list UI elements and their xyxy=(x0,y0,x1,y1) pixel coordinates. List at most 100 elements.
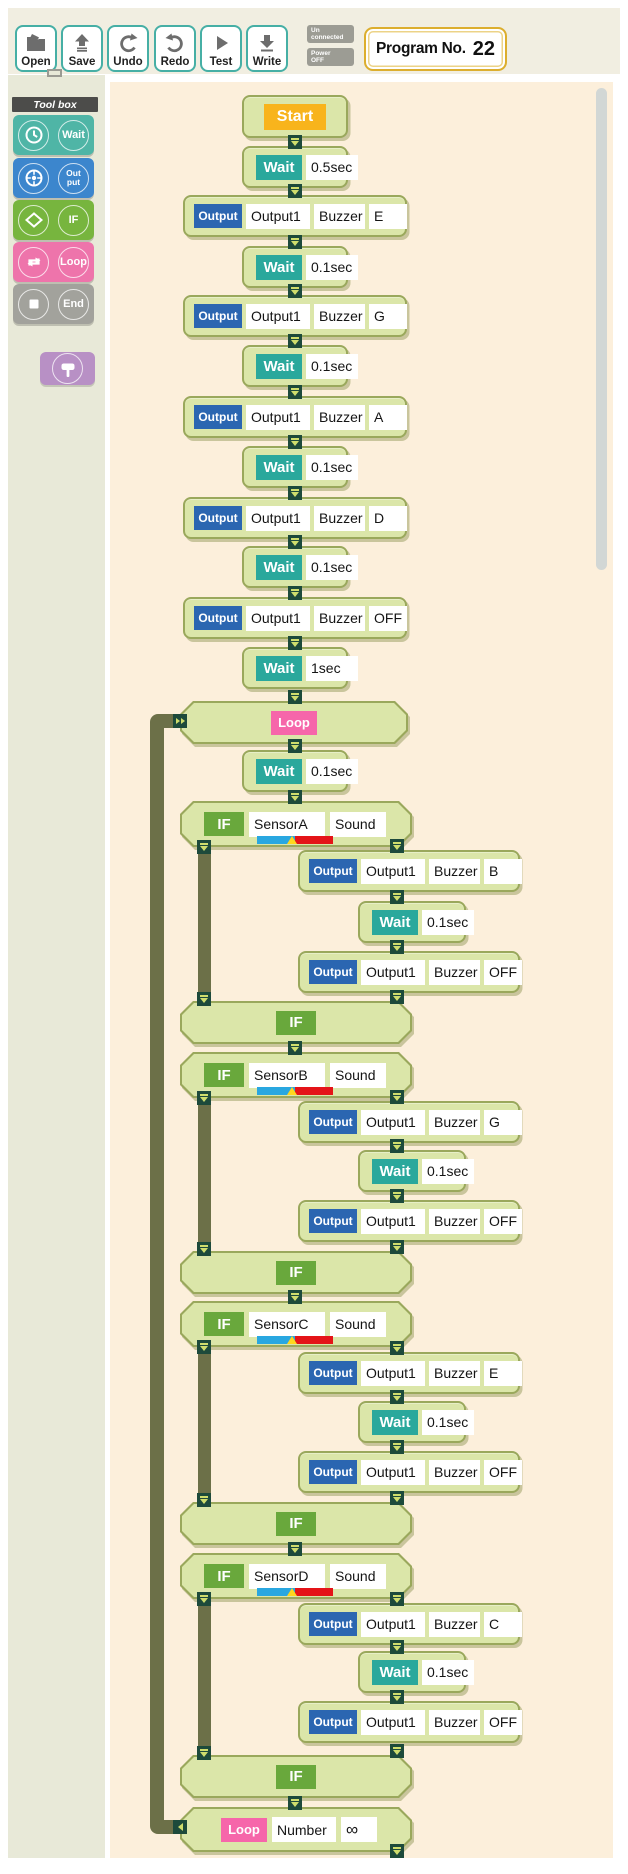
output-device-field[interactable]: Buzzer xyxy=(314,505,365,531)
toolbox-item-end[interactable]: End xyxy=(13,284,94,324)
output-value-field[interactable]: A xyxy=(369,404,407,430)
threshold-slider[interactable] xyxy=(257,1588,333,1596)
output-device-field[interactable]: Buzzer xyxy=(429,1109,480,1135)
output-device-field[interactable]: Buzzer xyxy=(314,605,365,631)
output-value-field[interactable]: E xyxy=(369,203,407,229)
slider-marker[interactable] xyxy=(287,1336,297,1344)
toolbox-item-if[interactable]: IF xyxy=(13,200,94,240)
output-port-field[interactable]: Output1 xyxy=(246,605,310,631)
toolbox-item-output[interactable]: Out put xyxy=(13,158,94,198)
output-value-field[interactable]: G xyxy=(369,303,407,329)
output-device-field[interactable]: Buzzer xyxy=(314,203,365,229)
wait-time-field[interactable]: 0.1sec xyxy=(422,1158,474,1184)
output-device-field[interactable]: Buzzer xyxy=(314,404,365,430)
wait-time-field[interactable]: 0.5sec xyxy=(306,154,358,180)
output-port-field[interactable]: Output1 xyxy=(246,303,310,329)
threshold-slider[interactable] xyxy=(257,1087,333,1095)
wait-time-field[interactable]: 0.1sec xyxy=(422,909,474,935)
wait-time-field[interactable]: 0.1sec xyxy=(306,554,358,580)
block-if_end[interactable]: IF xyxy=(180,1001,412,1044)
threshold-slider[interactable] xyxy=(257,836,333,844)
output-device-field[interactable]: Buzzer xyxy=(429,1360,480,1386)
output-value-field[interactable]: OFF xyxy=(484,1208,522,1234)
block-if_end[interactable]: IF xyxy=(180,1251,412,1294)
open-button[interactable]: Open xyxy=(15,25,57,72)
wait-time-field[interactable]: 0.1sec xyxy=(306,758,358,784)
wait-time-field[interactable]: 1sec xyxy=(306,655,358,681)
if-condition-field[interactable]: Sound xyxy=(330,811,386,837)
if-sensor-field[interactable]: SensorC xyxy=(249,1311,325,1337)
test-button[interactable]: Test xyxy=(200,25,242,72)
slider-marker[interactable] xyxy=(287,1087,297,1095)
output-value-field[interactable]: OFF xyxy=(484,959,522,985)
output-value-field[interactable]: OFF xyxy=(369,605,407,631)
output-port-field[interactable]: Output1 xyxy=(361,858,425,884)
redo-button[interactable]: Redo xyxy=(154,25,196,72)
output-port-field[interactable]: Output1 xyxy=(361,1360,425,1386)
output-value-field[interactable]: E xyxy=(484,1360,522,1386)
block-if_end[interactable]: IF xyxy=(180,1502,412,1545)
output-device-field[interactable]: Buzzer xyxy=(429,858,480,884)
threshold-slider[interactable] xyxy=(257,1336,333,1344)
output-value-field[interactable]: OFF xyxy=(484,1459,522,1485)
output-port-field[interactable]: Output1 xyxy=(361,1709,425,1735)
write-button[interactable]: Write xyxy=(246,25,288,72)
output-port-field[interactable]: Output1 xyxy=(246,203,310,229)
output-value-field[interactable]: D xyxy=(369,505,407,531)
toolbox-item-wait[interactable]: Wait xyxy=(13,115,94,155)
loop-param-field[interactable]: Number xyxy=(272,1817,336,1842)
output-port-field[interactable]: Output1 xyxy=(361,1208,425,1234)
output-port-field[interactable]: Output1 xyxy=(361,1459,425,1485)
slider-marker[interactable] xyxy=(287,836,297,844)
if-condition-field[interactable]: Sound xyxy=(330,1311,386,1337)
output-port-field[interactable]: Output1 xyxy=(246,505,310,531)
output-port-field[interactable]: Output1 xyxy=(361,1109,425,1135)
output-port-field[interactable]: Output1 xyxy=(361,1611,425,1637)
delete-tool[interactable] xyxy=(40,352,95,385)
block-if_end[interactable]: IF xyxy=(180,1755,412,1798)
output-device-field[interactable]: Buzzer xyxy=(429,959,480,985)
if-condition-field[interactable]: Sound xyxy=(330,1062,386,1088)
save-button[interactable]: Save xyxy=(61,25,103,72)
output-value-field[interactable]: OFF xyxy=(484,1709,522,1735)
slider-marker[interactable] xyxy=(287,1588,297,1596)
wait-time-field[interactable]: 0.1sec xyxy=(306,454,358,480)
output-value-field[interactable]: G xyxy=(484,1109,522,1135)
toolbox-item-loop[interactable]: Loop xyxy=(13,242,94,282)
if-condition-field[interactable]: Sound xyxy=(330,1563,386,1589)
wait-time-field[interactable]: 0.1sec xyxy=(422,1659,474,1685)
output-port-field[interactable]: Output1 xyxy=(246,404,310,430)
wait-time-field[interactable]: 0.1sec xyxy=(306,254,358,280)
program-number-box[interactable]: Program No. 22 xyxy=(364,27,507,71)
block-loop_start[interactable]: Loop xyxy=(180,701,408,744)
if-sensor-field[interactable]: SensorD xyxy=(249,1563,325,1589)
output-device-field[interactable]: Buzzer xyxy=(429,1208,480,1234)
output-port-field[interactable]: Output1 xyxy=(361,959,425,985)
wait-time-field[interactable]: 0.1sec xyxy=(306,353,358,379)
if-sensor-field[interactable]: SensorB xyxy=(249,1062,325,1088)
